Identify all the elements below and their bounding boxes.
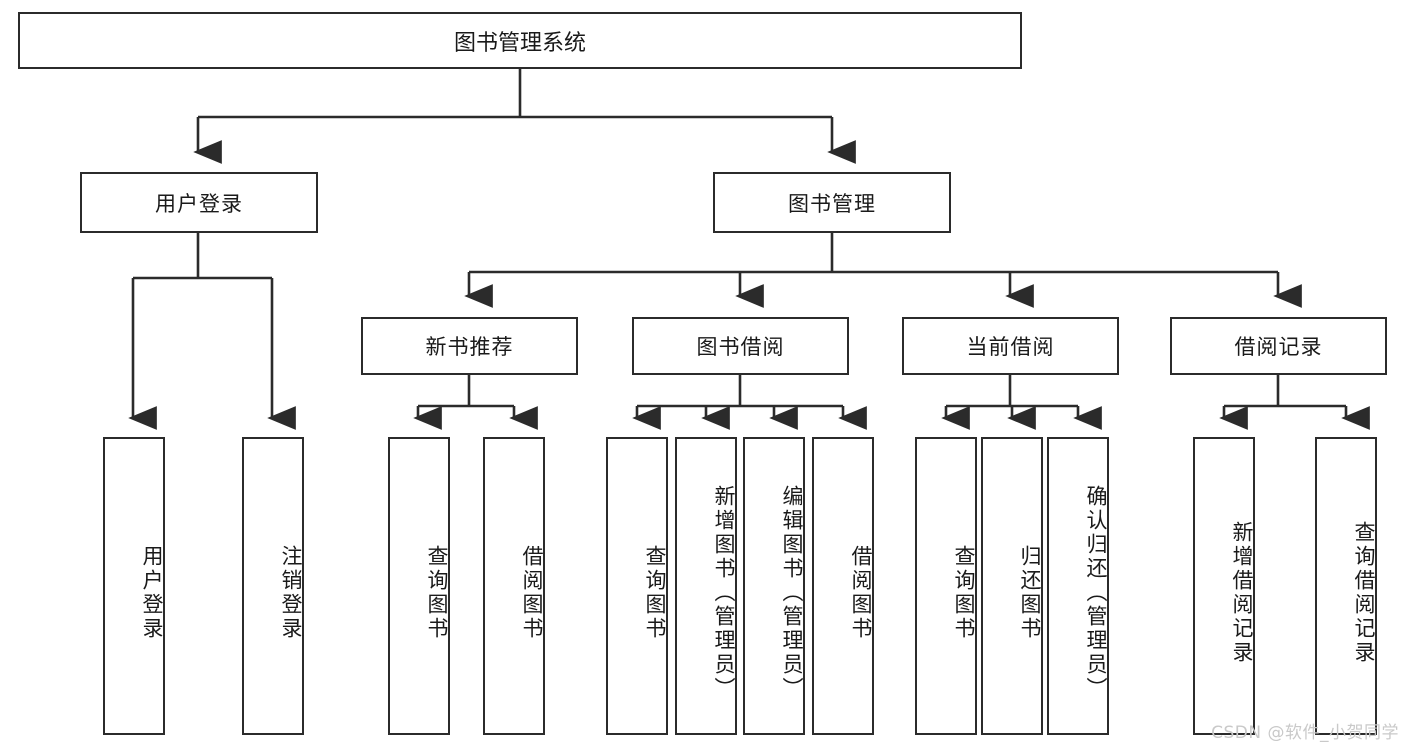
node-label: 编辑图书（管理员） [780, 485, 804, 701]
node-label: 用户登录 [140, 545, 164, 641]
node-label: 当前借阅 [966, 335, 1055, 359]
node-label: 图书借阅 [696, 335, 785, 359]
node-label: 图书管理系统 [453, 30, 586, 56]
node-book-management[interactable]: 图书管理 [713, 172, 951, 233]
node-user-login[interactable]: 用户登录 [80, 172, 318, 233]
node-label: 借阅图书 [520, 545, 544, 641]
watermark: CSDN @软件_小贺同学 [1211, 723, 1399, 743]
node-current-borrow[interactable]: 当前借阅 [902, 317, 1119, 375]
leaf-book-borrow-query[interactable]: 查询图书 [606, 437, 668, 735]
leaf-borrow-record-add[interactable]: 新增借阅记录 [1193, 437, 1255, 735]
node-label: 新书推荐 [425, 335, 514, 359]
node-label: 查询图书 [643, 545, 667, 641]
leaf-new-book-borrow[interactable]: 借阅图书 [483, 437, 545, 735]
node-borrow-record[interactable]: 借阅记录 [1170, 317, 1387, 375]
leaf-user-login-logout[interactable]: 注销登录 [242, 437, 304, 735]
leaf-current-borrow-query[interactable]: 查询图书 [915, 437, 977, 735]
leaf-book-borrow-edit[interactable]: 编辑图书（管理员） [743, 437, 805, 735]
leaf-current-borrow-return[interactable]: 归还图书 [981, 437, 1043, 735]
leaf-current-borrow-confirm-return[interactable]: 确认归还（管理员） [1047, 437, 1109, 735]
node-label: 查询图书 [952, 545, 976, 641]
node-label: 确认归还（管理员） [1084, 485, 1108, 701]
node-label: 借阅图书 [849, 545, 873, 641]
leaf-user-login-login[interactable]: 用户登录 [103, 437, 165, 735]
node-label: 图书管理 [788, 191, 876, 216]
node-label: 新增图书（管理员） [712, 485, 736, 701]
node-label: 借阅记录 [1234, 335, 1323, 359]
node-label: 归还图书 [1018, 545, 1042, 641]
node-label: 用户登录 [155, 191, 243, 216]
leaf-new-book-query[interactable]: 查询图书 [388, 437, 450, 735]
node-book-borrow[interactable]: 图书借阅 [632, 317, 849, 375]
node-system-root[interactable]: 图书管理系统 [18, 12, 1022, 69]
leaf-book-borrow-add[interactable]: 新增图书（管理员） [675, 437, 737, 735]
node-label: 注销登录 [279, 545, 303, 641]
node-label: 查询借阅记录 [1352, 521, 1376, 665]
node-label: 新增借阅记录 [1230, 521, 1254, 665]
node-new-book-recommend[interactable]: 新书推荐 [361, 317, 578, 375]
leaf-book-borrow-borrow[interactable]: 借阅图书 [812, 437, 874, 735]
node-label: 查询图书 [425, 545, 449, 641]
leaf-borrow-record-query[interactable]: 查询借阅记录 [1315, 437, 1377, 735]
